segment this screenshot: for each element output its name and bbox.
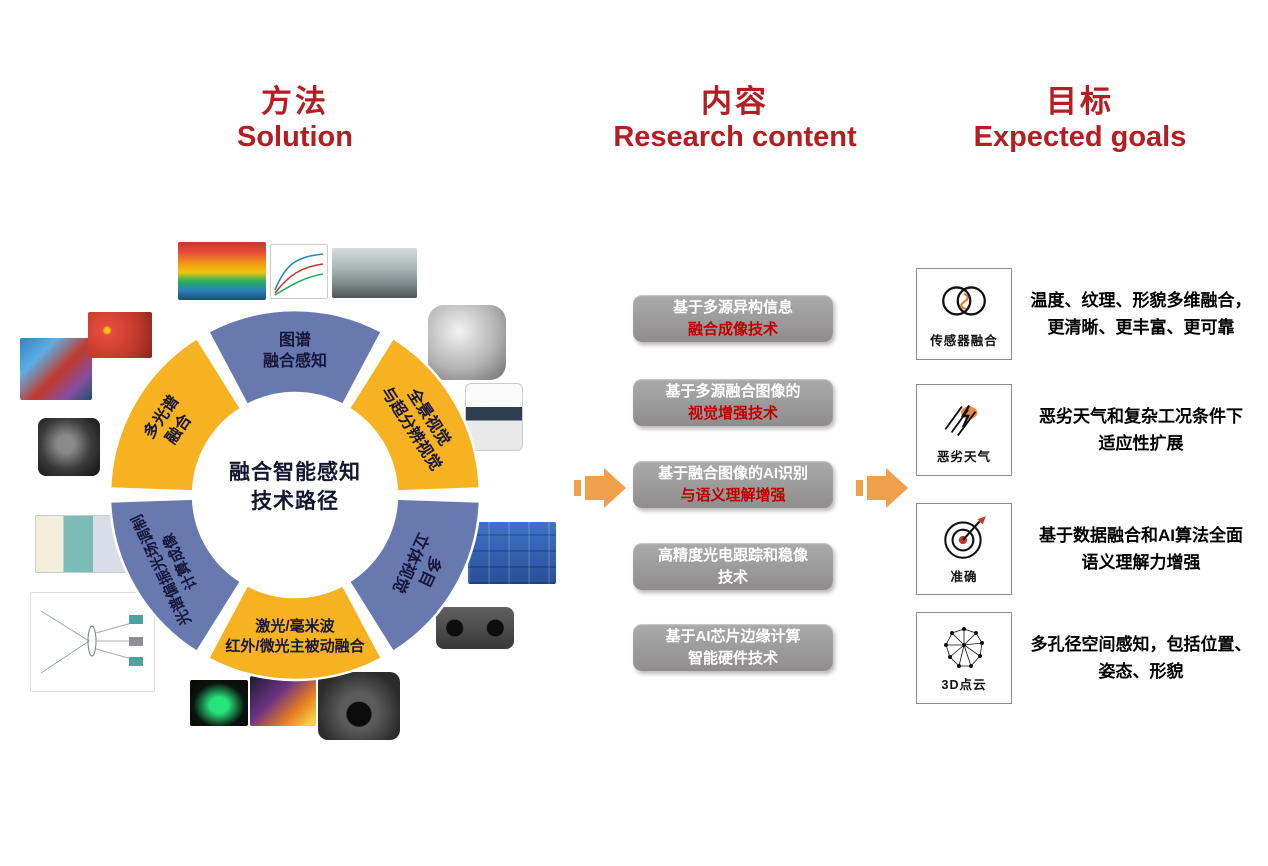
donut-segment-computational-imaging: [108, 497, 243, 654]
goal-desc-line: 温度、纹理、形貌多维融合，: [1030, 290, 1252, 310]
goal-label: 准确: [950, 570, 978, 584]
goal-desc-line: 恶劣天气和复杂工况条件下: [1039, 406, 1243, 426]
point-cloud-icon: [944, 627, 984, 668]
thumbnail-multi-camera-rig: [428, 305, 506, 380]
column-header-research-content: 内容 Research content: [580, 84, 890, 154]
header-goals-zh: 目标: [1046, 84, 1114, 119]
research-box-line-highlight: 与语义理解增强: [680, 486, 786, 504]
thumbnail-panoramic-camera: [465, 383, 523, 451]
research-box-line: 基于AI芯片边缘计算: [665, 628, 801, 646]
header-goals-en: Expected goals: [973, 120, 1187, 153]
thumbnail-thermal-scene: [20, 338, 92, 400]
research-box-line: 智能硬件技术: [687, 649, 778, 667]
spectral-curves-icon: [274, 253, 324, 296]
header-solution-en: Solution: [237, 120, 353, 153]
research-box-line: 基于多源融合图像的: [665, 383, 801, 401]
goal-box-point-cloud: 3D点云: [916, 612, 1012, 704]
goal-desc-line: 适应性扩展: [1098, 434, 1184, 453]
thumbnail-lens-module: [38, 418, 100, 476]
bad-weather-icon: [944, 404, 978, 437]
goal-desc-line: 姿态、形貌: [1098, 662, 1184, 681]
goal-desc-sensor-fusion: 温度、纹理、形貌多维融合， 更清晰、更丰富、更可靠: [1018, 268, 1264, 360]
research-box-tracking-stabilization: 高精度光电跟踪和稳像 技术: [633, 543, 833, 590]
donut-center-line1: 融合智能感知: [229, 461, 361, 484]
research-box-line-highlight: 视觉增强技术: [687, 404, 778, 422]
column-header-solution: 方法 Solution: [145, 84, 445, 154]
goal-label: 3D点云: [941, 678, 987, 692]
thumbnail-gimbal-camera: [318, 672, 400, 740]
research-box-line: 基于融合图像的AI识别: [657, 465, 808, 483]
donut-center-line2: 技术路径: [251, 490, 339, 514]
thumbnail-spectral-curves-chart: [270, 244, 328, 299]
thumbnail-lowlight-ship: [190, 680, 248, 726]
flow-arrow-content-to-goals: [856, 466, 908, 510]
research-box-line-highlight: 融合成像技术: [687, 320, 778, 338]
donut-segment-map-fusion: [206, 308, 384, 407]
header-content-en: Research content: [613, 120, 857, 153]
thumbnail-optics-diagram: [30, 592, 155, 692]
segment-label-line: 图谱: [278, 332, 311, 349]
research-box-line: 技术: [717, 568, 748, 586]
donut-center-title: 融合智能感知 技术路径: [185, 458, 405, 517]
segment-label-line: 激光/毫米波: [255, 618, 335, 635]
optics-diagram-sketch: [40, 610, 143, 674]
goal-desc-accuracy: 基于数据融合和AI算法全面 语义理解力增强: [1018, 503, 1264, 595]
research-box-ai-recognition: 基于融合图像的AI识别 与语义理解增强: [633, 461, 833, 508]
thumbnail-fruit-thermal-image: [88, 312, 152, 358]
goal-desc-line: 基于数据融合和AI算法全面: [1039, 525, 1243, 545]
flow-arrow-solution-to-content: [574, 466, 626, 510]
research-box-fusion-imaging: 基于多源异构信息 融合成像技术: [633, 295, 833, 342]
solution-donut-chart: [108, 308, 482, 682]
goal-desc-line: 语义理解力增强: [1081, 553, 1201, 572]
header-content-zh: 内容: [701, 84, 769, 119]
goal-box-accuracy: 准确: [916, 503, 1012, 595]
donut-segment-panoramic-vision: [347, 336, 482, 493]
goal-desc-line: 多孔径空间感知，包括位置、: [1030, 634, 1252, 654]
goal-desc-bad-weather: 恶劣天气和复杂工况条件下 适应性扩展: [1018, 384, 1264, 476]
segment-label-map-fusion: 图谱 融合感知: [225, 331, 365, 373]
thumbnail-stereo-camera: [436, 607, 514, 649]
research-box-line: 高精度光电跟踪和稳像: [657, 547, 808, 565]
goal-label: 恶劣天气: [936, 450, 991, 464]
goal-desc-point-cloud: 多孔径空间感知，包括位置、 姿态、形貌: [1018, 612, 1264, 704]
goal-box-bad-weather: 恶劣天气: [916, 384, 1012, 476]
goal-desc-line: 更清晰、更丰富、更可靠: [1047, 318, 1235, 337]
research-box-edge-computing-hardware: 基于AI芯片边缘计算 智能硬件技术: [633, 624, 833, 671]
thumbnail-stereo-depth-image: [468, 522, 556, 584]
segment-label-line: 红外/微光主被动融合: [225, 637, 365, 655]
segment-label-line: 融合感知: [262, 352, 327, 370]
donut-segment-multispectral-fusion: [108, 336, 243, 493]
sensor-fusion-icon: [942, 286, 986, 316]
thumbnail-thermal-ship-color: [250, 676, 316, 726]
column-header-expected-goals: 目标 Expected goals: [925, 84, 1235, 154]
right-arrow-icon: [574, 468, 626, 508]
research-box-vision-enhancement: 基于多源融合图像的 视觉增强技术: [633, 379, 833, 426]
goal-box-sensor-fusion: 传感器融合: [916, 268, 1012, 360]
header-solution-zh: 方法: [261, 84, 329, 119]
donut-segment-stereo-vision: [347, 497, 482, 654]
segment-label-laser-fusion: 激光/毫米波 红外/微光主被动融合: [185, 617, 405, 656]
right-arrow-icon: [856, 468, 908, 508]
research-box-line: 基于多源异构信息: [672, 299, 793, 317]
thumbnail-panorama-image: [332, 248, 417, 298]
thumbnail-spectral-cube-image: [178, 242, 266, 300]
donut-segment-laser-fusion: [206, 583, 384, 682]
target-icon: [944, 516, 986, 559]
goal-label: 传感器融合: [930, 334, 998, 348]
